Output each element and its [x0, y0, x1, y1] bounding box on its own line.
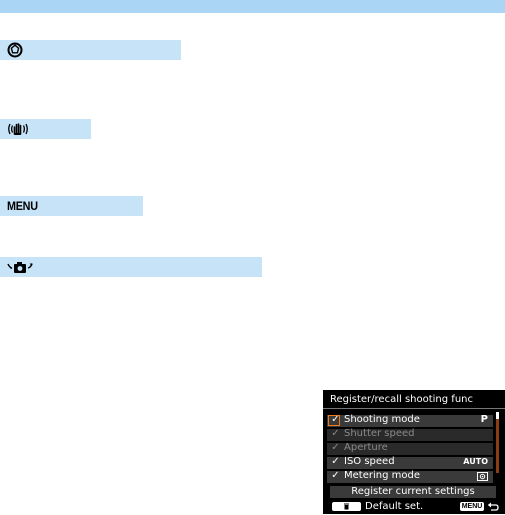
- setting-row-shooting-mode[interactable]: ✓ Shooting mode P: [327, 414, 493, 427]
- menu-key[interactable]: MENU: [460, 502, 484, 511]
- check-mark: ✓: [331, 470, 340, 481]
- title-divider: [323, 408, 505, 409]
- setting-value: AUTO: [463, 457, 488, 466]
- setting-row-iso-speed[interactable]: ✓ ISO speed AUTO: [327, 456, 493, 469]
- selection-cursor: [328, 415, 340, 426]
- image-stabilizer-icon: [7, 121, 29, 137]
- return-icon: [487, 502, 499, 515]
- default-set-label: Default set.: [365, 501, 424, 512]
- check-mark: ✓: [331, 428, 340, 439]
- check-mark: ✓: [331, 456, 340, 467]
- check-mark: ✓: [331, 414, 340, 425]
- bottom-guide: Default set. MENU: [323, 500, 505, 514]
- setting-label: Shooting mode: [344, 414, 420, 425]
- screen-title: Register/recall shooting func: [330, 394, 473, 405]
- menu-label: MENU: [7, 198, 41, 214]
- setting-row-metering-mode[interactable]: ✓ Metering mode: [327, 470, 493, 484]
- setting-label: Shutter speed: [344, 428, 415, 439]
- setting-value: P: [480, 414, 488, 425]
- camera-screen: Register/recall shooting func ✓ Shooting…: [323, 390, 505, 514]
- header-bar: [0, 0, 505, 13]
- menu-text: MENU: [7, 199, 38, 213]
- register-current-settings-button[interactable]: Register current settings: [330, 486, 496, 498]
- trash-icon: [344, 503, 349, 510]
- check-mark: ✓: [331, 442, 340, 453]
- setting-row-aperture[interactable]: ✓ Aperture: [327, 442, 493, 455]
- camera-rotate-icon: [7, 259, 33, 275]
- setting-label: Aperture: [344, 442, 388, 453]
- section-tag-camera-rotate: [0, 257, 262, 277]
- scrollbar-track[interactable]: [496, 413, 499, 473]
- metering-mode-icon: [477, 472, 488, 484]
- section-tag-image-stabilizer: [0, 119, 91, 139]
- setting-label: Metering mode: [344, 470, 420, 481]
- setting-label: ISO speed: [344, 456, 395, 467]
- section-tag-menu: MENU: [0, 196, 143, 216]
- section-tag-aperture: [0, 40, 181, 60]
- aperture-icon: [7, 42, 23, 58]
- setting-row-shutter-speed[interactable]: ✓ Shutter speed: [327, 428, 493, 441]
- scrollbar-thumb[interactable]: [496, 412, 499, 419]
- trash-key[interactable]: [332, 502, 361, 511]
